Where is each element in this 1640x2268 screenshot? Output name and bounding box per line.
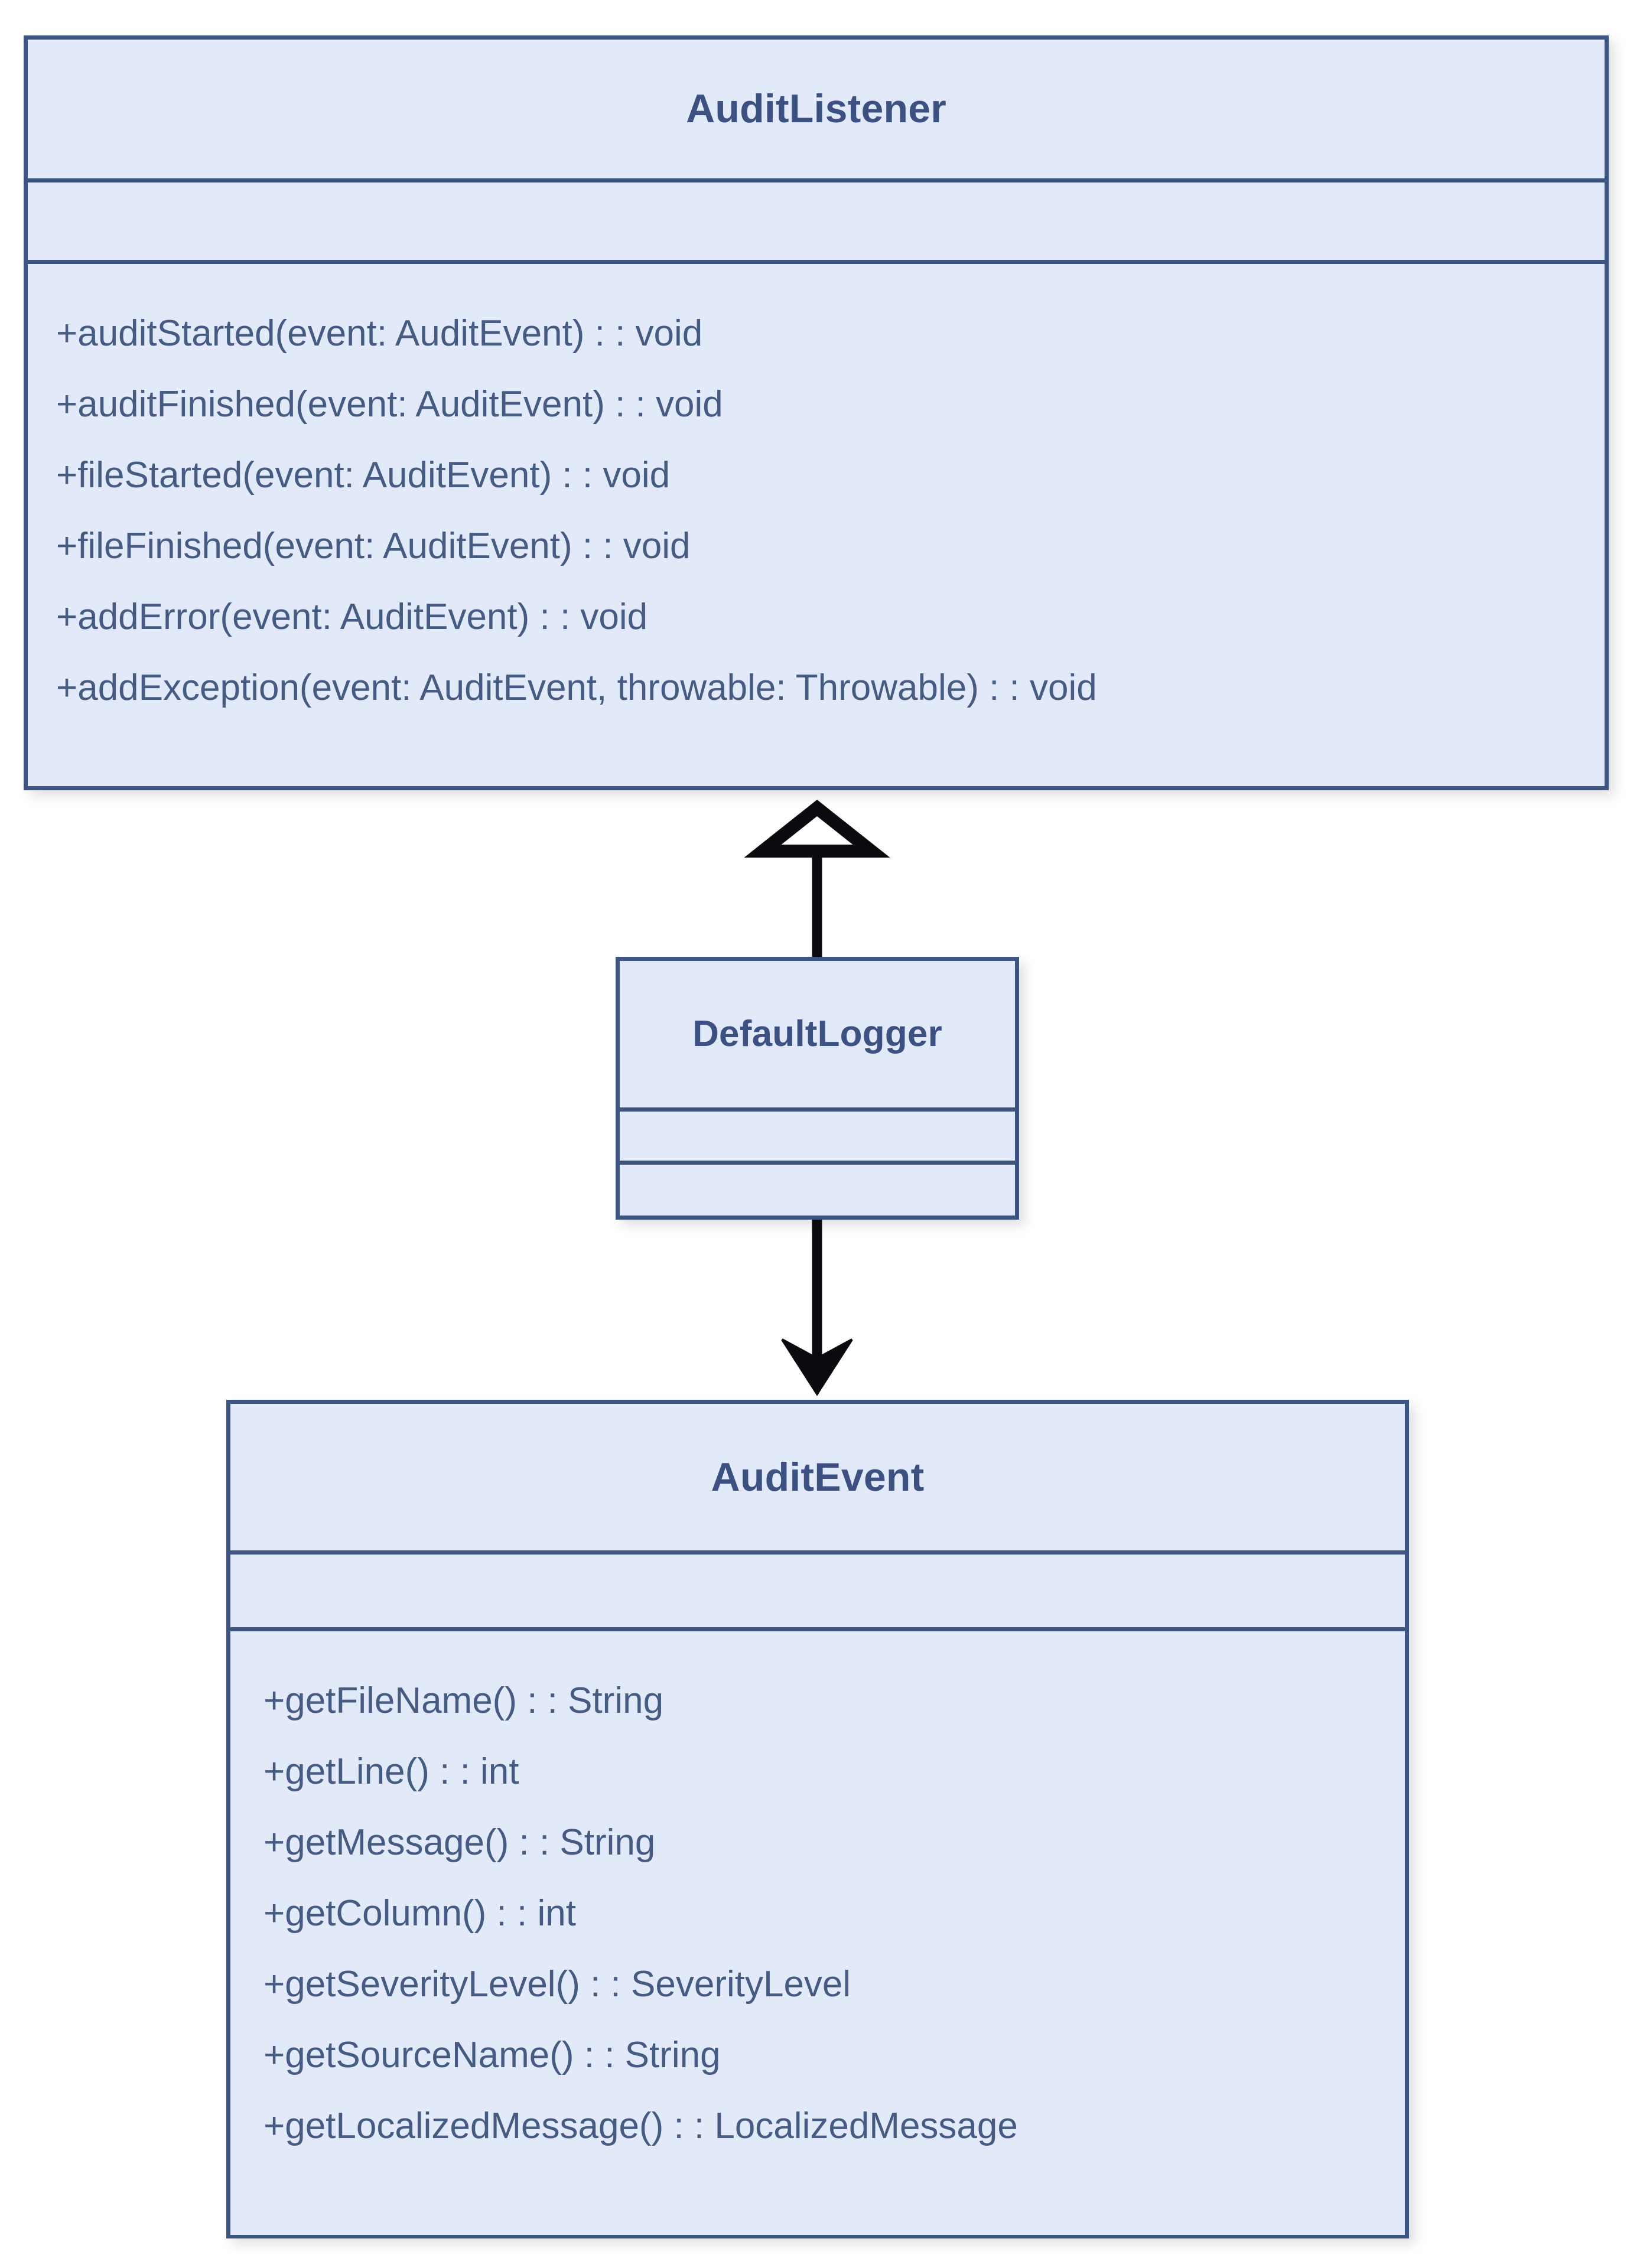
open-arrowhead-icon xyxy=(781,1338,853,1396)
class-methods-band-default-logger xyxy=(620,1165,1015,1216)
method-item: +getLocalizedMessage() : : LocalizedMess… xyxy=(263,2106,1018,2146)
class-title-band-default-logger: DefaultLogger xyxy=(620,961,1015,1112)
class-attributes-band-audit-listener xyxy=(28,183,1605,264)
method-item: +fileFinished(event: AuditEvent) : : voi… xyxy=(56,526,691,566)
method-item: +getLine() : : int xyxy=(263,1751,519,1792)
method-list-audit-listener: +auditStarted(event: AuditEvent) : : voi… xyxy=(56,298,1605,724)
class-box-audit-listener[interactable]: AuditListener +auditStarted(event: Audit… xyxy=(24,35,1609,790)
association-connector-default-logger-to-audit-event xyxy=(781,1220,853,1396)
method-item: +auditStarted(event: AuditEvent) : : voi… xyxy=(56,313,703,354)
class-box-default-logger[interactable]: DefaultLogger xyxy=(616,957,1019,1220)
class-title-band-audit-event: AuditEvent xyxy=(230,1404,1405,1555)
generalization-connector-default-logger-to-audit-listener xyxy=(744,799,890,957)
method-item: +getMessage() : : String xyxy=(263,1822,656,1863)
method-item: +fileStarted(event: AuditEvent) : : void xyxy=(56,455,671,496)
method-item: +addException(event: AuditEvent, throwab… xyxy=(56,667,1097,708)
method-list-audit-event: +getFileName() : : String +getLine() : :… xyxy=(263,1666,1405,2162)
class-attributes-band-audit-event xyxy=(230,1555,1405,1631)
method-item: +getSeverityLevel() : : SeverityLevel xyxy=(263,1964,851,2005)
class-box-audit-event[interactable]: AuditEvent +getFileName() : : String +ge… xyxy=(226,1400,1409,2238)
class-title-band-audit-listener: AuditListener xyxy=(28,40,1605,183)
class-attributes-band-default-logger xyxy=(620,1112,1015,1165)
class-name-audit-event: AuditEvent xyxy=(711,1454,925,1500)
method-item: +getColumn() : : int xyxy=(263,1893,576,1934)
method-item: +getSourceName() : : String xyxy=(263,2035,721,2075)
class-methods-band-audit-event: +getFileName() : : String +getLine() : :… xyxy=(230,1631,1405,2235)
method-item: +getFileName() : : String xyxy=(263,1680,664,1721)
hollow-triangle-arrowhead-icon xyxy=(744,799,890,858)
method-item: +addError(event: AuditEvent) : : void xyxy=(56,597,648,637)
class-name-default-logger: DefaultLogger xyxy=(692,1013,942,1054)
class-methods-band-audit-listener: +auditStarted(event: AuditEvent) : : voi… xyxy=(28,264,1605,786)
class-name-audit-listener: AuditListener xyxy=(686,86,946,132)
method-item: +auditFinished(event: AuditEvent) : : vo… xyxy=(56,384,723,425)
